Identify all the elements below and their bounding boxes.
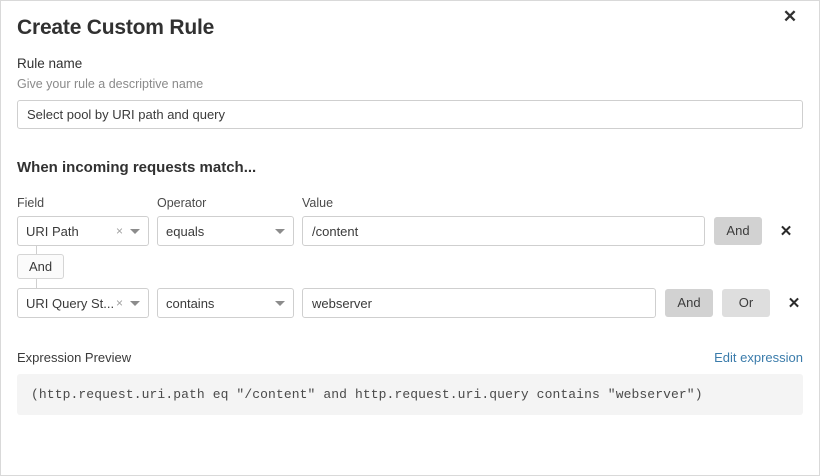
field-select-2[interactable]: URI Query St... × xyxy=(17,288,149,318)
operator-select-1[interactable]: equals xyxy=(157,216,294,246)
chevron-down-icon xyxy=(130,228,140,234)
clear-icon[interactable]: × xyxy=(115,296,123,310)
page-title: Create Custom Rule xyxy=(17,15,215,39)
operator-select-1-value: equals xyxy=(166,223,205,239)
dialog-header: Create Custom Rule ✕ xyxy=(17,1,803,47)
match-conditions-section: When incoming requests match... Field Op… xyxy=(17,159,803,318)
and-button-row-2[interactable]: And xyxy=(665,289,713,317)
chevron-down-icon xyxy=(275,300,285,306)
rule-name-section: Rule name Give your rule a descriptive n… xyxy=(17,55,803,129)
operator-select-2-value: contains xyxy=(166,295,215,311)
delete-condition-icon-row-2[interactable]: ✕ xyxy=(785,294,803,312)
value-input-1[interactable] xyxy=(302,216,705,246)
value-input-2[interactable] xyxy=(302,288,656,318)
operator-select-2[interactable]: contains xyxy=(157,288,294,318)
logic-connector: And xyxy=(17,246,157,288)
column-header-field: Field xyxy=(17,196,45,210)
expression-preview-label: Expression Preview xyxy=(17,350,132,365)
chevron-down-icon xyxy=(130,300,140,306)
close-icon[interactable]: ✕ xyxy=(779,5,801,27)
condition-column-headers: Field Operator Value xyxy=(17,196,803,210)
connector-line-top xyxy=(36,246,37,254)
connector-line-bottom xyxy=(36,279,37,288)
field-select-1-value: URI Path xyxy=(26,223,79,239)
or-button-row-2[interactable]: Or xyxy=(722,289,770,317)
condition-row: URI Path × equals And ✕ xyxy=(17,216,803,246)
column-header-operator: Operator xyxy=(157,196,207,210)
expression-preview-section: Expression Preview Edit expression (http… xyxy=(17,350,803,415)
field-select-2-value: URI Query St... xyxy=(26,295,114,311)
delete-condition-icon-row-1[interactable]: ✕ xyxy=(777,222,795,240)
edit-expression-link[interactable]: Edit expression xyxy=(714,350,803,365)
match-section-heading: When incoming requests match... xyxy=(17,159,257,176)
connector-and-button[interactable]: And xyxy=(17,254,65,279)
rule-name-input[interactable] xyxy=(17,100,803,129)
rule-name-help-text: Give your rule a descriptive name xyxy=(17,77,204,91)
expression-preview-header: Expression Preview Edit expression xyxy=(17,350,803,365)
clear-icon[interactable]: × xyxy=(115,224,123,238)
chevron-down-icon xyxy=(275,228,285,234)
expression-preview-code: (http.request.uri.path eq "/content" and… xyxy=(17,374,803,415)
rule-name-label: Rule name xyxy=(17,56,83,71)
column-header-value: Value xyxy=(302,196,334,210)
condition-row: URI Query St... × contains And Or ✕ xyxy=(17,288,803,318)
field-select-1[interactable]: URI Path × xyxy=(17,216,149,246)
and-button-row-1[interactable]: And xyxy=(714,217,762,245)
